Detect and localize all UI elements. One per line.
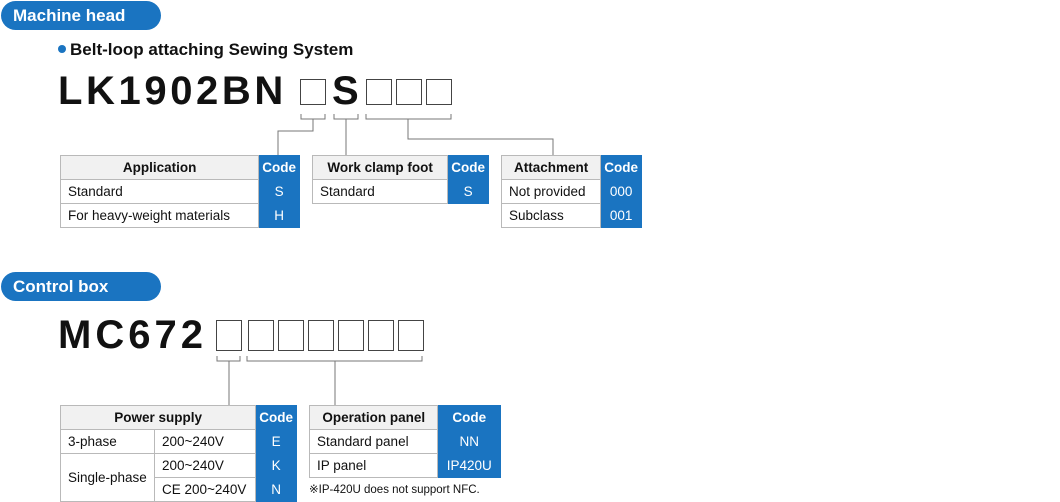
power-code: E: [255, 429, 297, 454]
voltage-label: CE 200~240V: [153, 477, 257, 502]
panel-code-header: Code: [437, 405, 501, 430]
work-clamp-code: S: [447, 179, 489, 204]
application-code: H: [258, 203, 300, 228]
control-box-model-prefix: MC672: [58, 313, 207, 357]
panel-code: NN: [437, 429, 501, 454]
work-clamp-table: Work clamp foot Code Standard S: [311, 155, 489, 204]
table-row: For heavy-weight materials H: [59, 203, 300, 228]
work-clamp-label: Standard: [311, 179, 449, 204]
attachment-label: Subclass: [500, 203, 602, 228]
table-row: Subclass 001: [500, 203, 642, 228]
power-code: K: [255, 453, 297, 478]
voltage-label: 200~240V: [153, 429, 257, 454]
operation-panel-table-header: Operation panel: [308, 405, 439, 430]
machine-attachment-slot-2: [396, 79, 422, 105]
panel-label: Standard panel: [308, 429, 439, 454]
power-supply-table-header: Power supply: [59, 405, 257, 430]
power-code: N: [255, 477, 297, 502]
table-row: Single-phase 200~240V K: [60, 453, 297, 502]
machine-head-header-label: Machine head: [13, 6, 126, 25]
machine-subtitle-text: Belt-loop attaching Sewing System: [70, 40, 354, 59]
table-row: Standard S: [311, 179, 489, 204]
application-table-header: Application: [59, 155, 260, 180]
attachment-code-header: Code: [600, 155, 642, 180]
machine-model-fixed-letter: S: [332, 69, 359, 113]
application-table: Application Code Standard S For heavy-we…: [59, 155, 300, 228]
machine-subtitle: Belt-loop attaching Sewing System: [58, 40, 353, 60]
control-panel-slot-3: [308, 320, 334, 351]
power-supply-table: Power supply Code 3-phase 200~240V E Sin…: [59, 405, 297, 502]
machine-attachment-slot-3: [426, 79, 452, 105]
table-row: Standard panel NN: [308, 429, 501, 454]
table-row: CE 200~240V N: [61, 477, 297, 502]
table-row: IP panel IP420U: [308, 453, 501, 478]
phase-3-label: 3-phase: [60, 429, 155, 454]
attachment-code: 000: [600, 179, 642, 204]
application-label: Standard: [59, 179, 260, 204]
control-panel-slot-2: [278, 320, 304, 351]
attachment-code: 001: [600, 203, 642, 228]
application-code-header: Code: [258, 155, 300, 180]
work-clamp-code-header: Code: [447, 155, 489, 180]
machine-attachment-slot-1: [366, 79, 392, 105]
table-row: 3-phase 200~240V E: [60, 429, 297, 454]
attachment-label: Not provided: [500, 179, 602, 204]
machine-head-section-header: Machine head: [1, 1, 161, 30]
control-panel-slot-6: [398, 320, 424, 351]
control-box-section-header: Control box: [1, 272, 161, 301]
machine-application-slot: [300, 79, 326, 105]
attachment-table: Attachment Code Not provided 000 Subclas…: [500, 155, 642, 228]
panel-code: IP420U: [437, 453, 501, 478]
control-power-slot: [216, 320, 242, 351]
table-row: Not provided 000: [500, 179, 642, 204]
operation-panel-table: Operation panel Code Standard panel NN I…: [308, 405, 501, 478]
work-clamp-table-header: Work clamp foot: [311, 155, 449, 180]
application-code: S: [258, 179, 300, 204]
phase-single-label: Single-phase: [60, 453, 155, 502]
table-row: Standard S: [59, 179, 300, 204]
bullet-dot-icon: [58, 45, 66, 53]
voltage-label: 200~240V: [153, 453, 257, 478]
control-box-header-label: Control box: [13, 277, 109, 296]
machine-model-prefix: LK1902BN: [58, 69, 287, 113]
application-label: For heavy-weight materials: [59, 203, 260, 228]
power-code-header: Code: [255, 405, 297, 430]
nfc-note: ※IP-420U does not support NFC.: [309, 484, 480, 496]
panel-label: IP panel: [308, 453, 439, 478]
control-panel-slot-4: [338, 320, 364, 351]
control-panel-slot-1: [248, 320, 274, 351]
attachment-table-header: Attachment: [500, 155, 602, 180]
control-panel-slot-5: [368, 320, 394, 351]
